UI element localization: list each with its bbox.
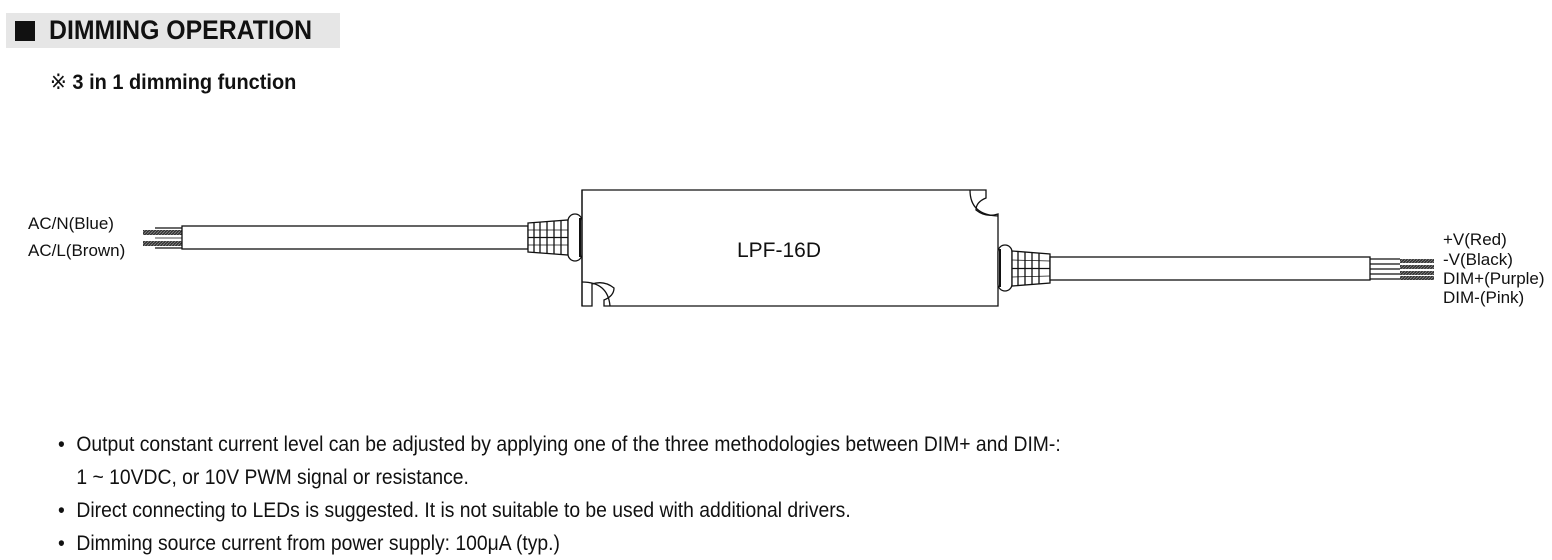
note-text: Direct connecting to LEDs is suggested. …	[76, 499, 851, 522]
note-text-continued: 1 ~ 10VDC, or 10V PWM signal or resistan…	[76, 466, 469, 489]
bullet-icon: •	[58, 499, 65, 522]
bullet-icon: •	[58, 433, 65, 456]
notes-list: • Output constant current level can be a…	[58, 428, 1061, 560]
note-text: Dimming source current from power supply…	[76, 532, 560, 555]
section-header: DIMMING OPERATION	[6, 13, 340, 48]
note-text: Output constant current level can be adj…	[76, 433, 1061, 456]
device-model-label: LPF-16D	[736, 239, 822, 262]
driver-drawing	[143, 189, 1434, 307]
note-item: • Dimming source current from power supp…	[58, 527, 1061, 560]
note-item: • Output constant current level can be a…	[58, 428, 1061, 494]
ac-l-wire-end	[143, 241, 209, 246]
wire-label-ac-n: AC/N(Blue)	[28, 214, 114, 233]
bullet-icon: •	[58, 532, 65, 555]
wire-label-plus-v: +V(Red)	[1443, 230, 1507, 249]
note-item: • Direct connecting to LEDs is suggested…	[58, 494, 1061, 527]
wire-label-dim-minus: DIM-(Pink)	[1443, 288, 1525, 307]
filled-square-icon	[15, 20, 35, 41]
subtitle: ※3 in 1 dimming function	[50, 70, 296, 95]
wire-label-minus-v: -V(Black)	[1443, 250, 1513, 269]
reference-mark-icon: ※	[50, 71, 67, 94]
wire-label-dim-plus: DIM+(Purple)	[1443, 269, 1545, 288]
wire-label-ac-l: AC/L(Brown)	[28, 241, 126, 260]
wiring-diagram: LPF-16D AC/N(Blue) AC/L(Brown) +V(Red) -…	[0, 180, 1552, 330]
subtitle-text: 3 in 1 dimming function	[72, 71, 297, 94]
ac-n-wire-end	[143, 230, 209, 235]
section-title: DIMMING OPERATION	[49, 15, 313, 45]
